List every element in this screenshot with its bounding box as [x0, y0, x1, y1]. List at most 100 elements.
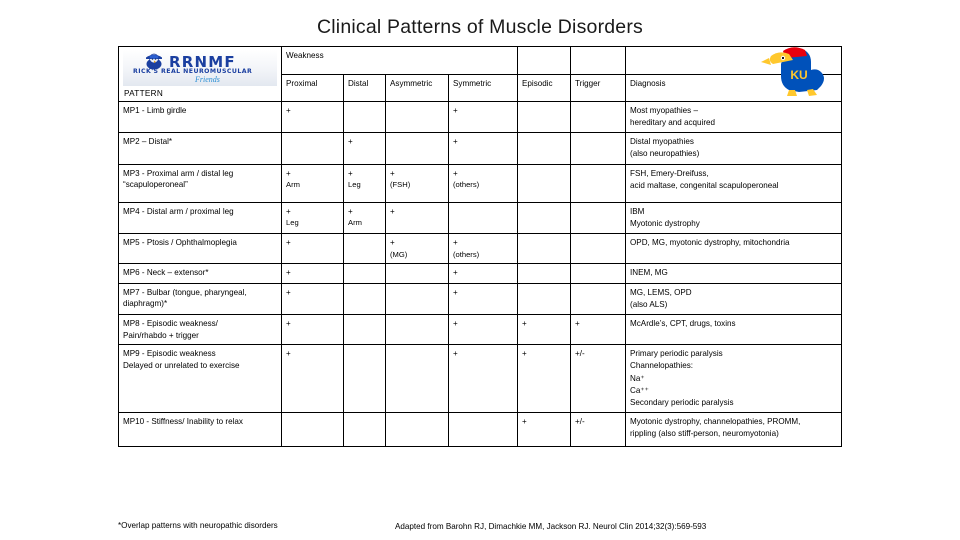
cell-pattern: MP4 - Distal arm / proximal leg [118, 201, 282, 234]
table-body: MP1 - Limb girdle++Most myopathies –here… [118, 100, 843, 448]
cell-symmetric-mark: + [453, 168, 458, 178]
cell-proximal-mark: + [286, 206, 291, 216]
cell-proximal-qualifier: Leg [286, 218, 299, 228]
pattern-line-1: MP6 - Neck – extensor* [123, 267, 209, 277]
cell-distal-qualifier: Arm [348, 218, 362, 228]
table-row: MP1 - Limb girdle++Most myopathies –here… [118, 100, 843, 134]
cell-diagnosis: INEM, MG [625, 262, 843, 284]
pattern-line-1: MP10 - Stiffness/ Inability to relax [123, 417, 243, 427]
diagnosis-line: Most myopathies – [630, 106, 698, 115]
cell-symmetric-mark: + [453, 318, 458, 328]
cell-episodic-mark: + [522, 417, 527, 427]
logo-wordmark: RRNMF [169, 53, 236, 71]
column-header-proximal: Proximal [281, 73, 344, 102]
cell-distal-qualifier: Leg [348, 180, 361, 190]
diagnosis-line: McArdle’s, CPT, drugs, toxins [630, 318, 736, 328]
cell-proximal [281, 412, 344, 448]
ku-logo-cell: KU [625, 46, 843, 96]
cell-symmetric: + [447, 262, 519, 284]
diagnosis-line: FSH, Emery-Dreifuss, [630, 168, 709, 178]
cell-diagnosis: MG, LEMS, OPD(also ALS) [625, 282, 843, 315]
cell-distal-mark: + [348, 168, 353, 178]
cell-proximal-mark: + [286, 237, 291, 247]
cell-symmetric-mark: + [453, 349, 458, 359]
cell-proximal: + [281, 100, 344, 134]
cell-symmetric-qualifier: (others) [453, 249, 480, 259]
logo-tagline: RICK'S REAL NEUROMUSCULAR [133, 68, 253, 75]
cell-symmetric: + [447, 100, 519, 134]
cell-proximal-mark: + [286, 349, 291, 359]
cell-trigger [570, 282, 627, 315]
detective-bird-icon [146, 53, 162, 70]
cell-symmetric: + [447, 344, 519, 414]
cell-proximal: + [281, 282, 344, 315]
cell-proximal-mark: + [286, 168, 291, 178]
cell-asymmetric-qualifier: (MG) [390, 249, 408, 259]
cell-pattern: MP10 - Stiffness/ Inability to relax [118, 412, 282, 448]
column-header-distal: Distal [343, 73, 386, 102]
cell-diagnosis: Most myopathies – hereditary and acquired [625, 100, 843, 134]
cell-symmetric: + [447, 282, 519, 315]
cell-proximal: + Leg [281, 201, 344, 234]
cell-episodic: + [517, 313, 572, 346]
pattern-line-2: “scapuloperoneal” [123, 180, 188, 190]
cell-diagnosis: OPD, MG, myotonic dystrophy, mitochondri… [625, 232, 843, 264]
column-header-trigger: Trigger [570, 73, 627, 102]
cell-pattern: MP7 - Bulbar (tongue, pharyngeal,diaphra… [118, 282, 282, 315]
cell-trigger [570, 132, 627, 165]
pattern-line-1: MP2 – Distal* [123, 137, 173, 147]
cell-trigger-mark: +/- [575, 417, 585, 427]
cell-pattern: MP6 - Neck – extensor* [118, 262, 282, 284]
cell-distal [343, 282, 386, 315]
cell-trigger: +/- [570, 412, 627, 448]
cell-proximal: + [281, 262, 344, 284]
diagnosis-line: Distal myopathies [630, 137, 694, 147]
cell-symmetric: + [447, 132, 519, 165]
cell-symmetric-mark: + [453, 237, 458, 247]
cell-asymmetric-qualifier: (FSH) [390, 180, 411, 190]
cell-symmetric: + [447, 313, 519, 346]
diagnosis-line: (also ALS) [630, 299, 668, 309]
table-row: MP3 - Proximal arm / distal leg“scapulop… [118, 163, 843, 203]
cell-pattern: MP2 – Distal* [118, 132, 282, 165]
cell-asymmetric [385, 313, 449, 346]
cell-trigger: + [570, 313, 627, 346]
cell-asymmetric [385, 100, 449, 134]
pattern-line-1: MP7 - Bulbar (tongue, pharyngeal, [123, 287, 247, 297]
cell-asymmetric [385, 132, 449, 165]
cell-proximal-mark: + [286, 287, 291, 297]
diagnosis-line: Primary periodic paralysis [630, 349, 723, 359]
table-row: MP5 - Ptosis / Ophthalmoplegia + + (MG) + (ot… [118, 232, 843, 264]
pattern-column-header: PATTERN [124, 89, 164, 99]
clinical-patterns-table-container: RRNMF RICK'S REAL NEUROMUSCULAR Friends … [118, 46, 843, 448]
cell-trigger [570, 100, 627, 134]
cell-distal [343, 344, 386, 414]
cell-asymmetric-mark: + [390, 237, 395, 247]
diagnosis-line: INEM, MG [630, 267, 668, 277]
cell-distal [343, 313, 386, 346]
pattern-line-2: Delayed or unrelated to exercise [123, 361, 240, 371]
cell-diagnosis: FSH, Emery-Dreifuss,acid maltase, congen… [625, 163, 843, 203]
cell-proximal: + Arm [281, 163, 344, 203]
table-row: MP4 - Distal arm / proximal leg+Leg+Arm+… [118, 201, 843, 234]
cell-trigger [570, 262, 627, 284]
diagnosis-line: Na⁺ [630, 373, 645, 383]
rrnmf-logo: RRNMF RICK'S REAL NEUROMUSCULAR Friends [123, 50, 277, 86]
pattern-line-1: MP9 - Episodic weakness [123, 349, 216, 359]
cell-proximal-qualifier: Arm [286, 180, 300, 190]
diagnosis-line: Channelopathies: [630, 361, 694, 371]
footnote-citation: Adapted from Barohn RJ, Dimachkie MM, Ja… [395, 522, 707, 531]
column-header-diagnosis: Diagnosis [625, 73, 843, 102]
cell-proximal: + [281, 313, 344, 346]
diagnosis-line: (also neuropathies) [630, 149, 700, 159]
cell-pattern: MP5 - Ptosis / Ophthalmoplegia [118, 232, 282, 264]
diagnosis-line: hereditary and acquired [630, 118, 716, 128]
cell-episodic [517, 100, 572, 134]
cell-trigger [570, 232, 627, 264]
cell-asymmetric [385, 344, 449, 414]
cell-symmetric-mark: + [453, 137, 458, 147]
table-row: MP2 – Distal*++Distal myopathies(also ne… [118, 132, 843, 165]
